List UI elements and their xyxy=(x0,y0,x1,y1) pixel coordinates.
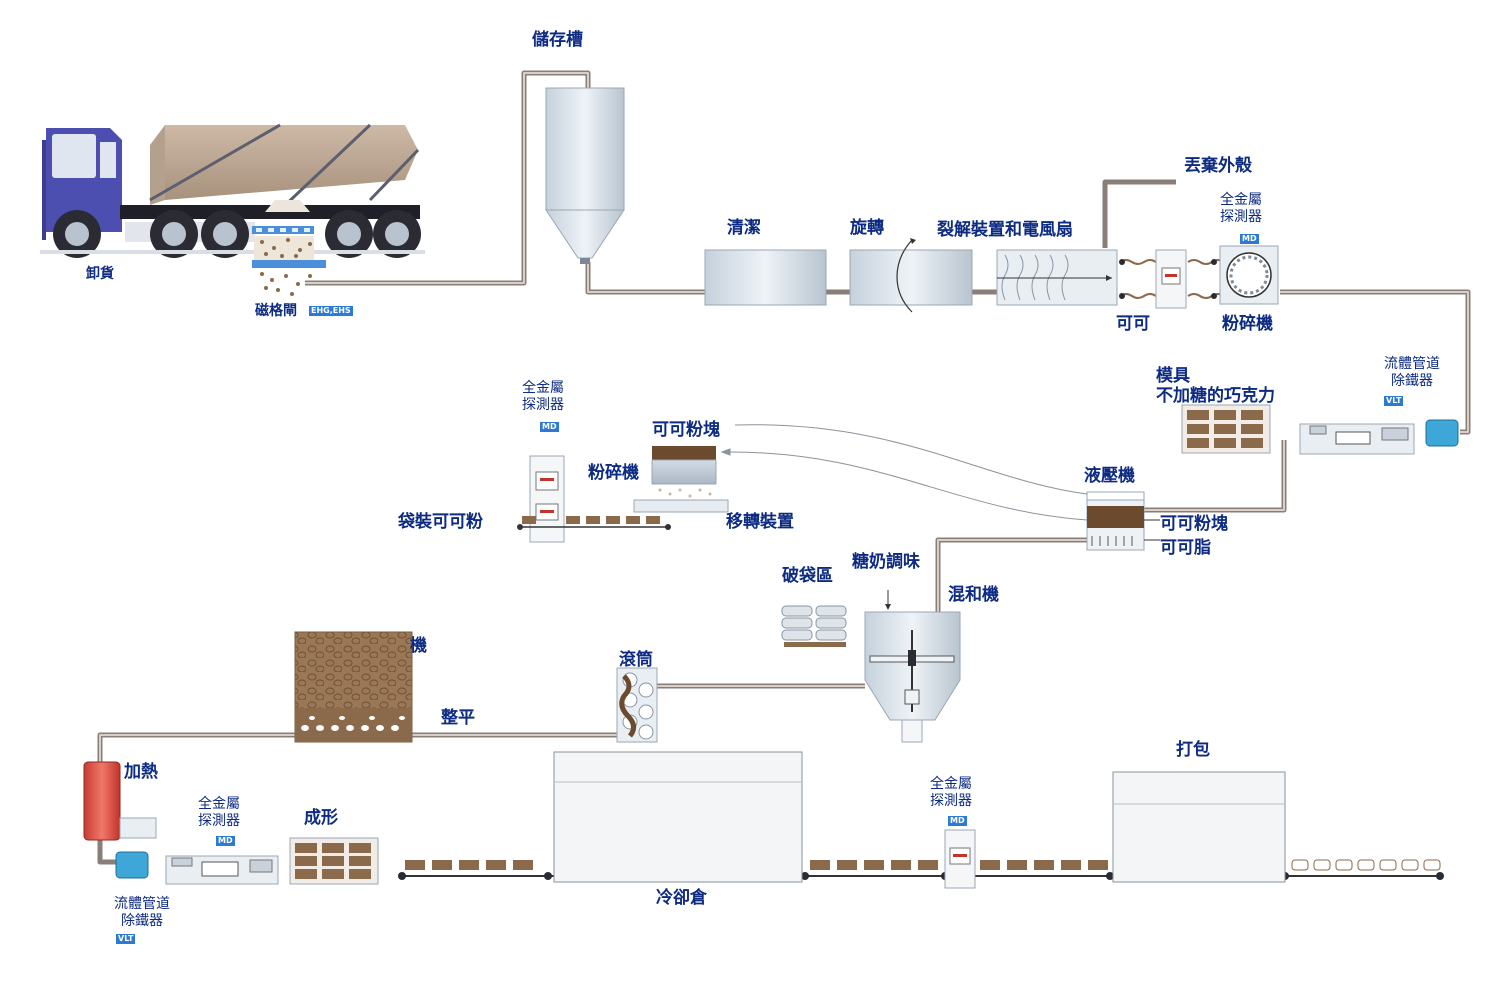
chocolate-mould xyxy=(1181,404,1271,454)
label-cocoa-butter: 可可脂 xyxy=(1160,538,1211,558)
label-cocoa-cake-press: 可可粉塊 xyxy=(1160,514,1228,534)
roller-refiner xyxy=(616,667,658,743)
label-heating: 加熱 xyxy=(124,762,158,782)
bag-pallet xyxy=(781,605,847,647)
label-vlt-bottom: 流體管道 除鐵器 xyxy=(114,896,170,929)
cracker-fan xyxy=(996,249,1118,306)
grate-magnet xyxy=(252,226,326,296)
label-cocoa-nibs: 可可 xyxy=(1116,314,1150,334)
label-storage-tank: 儲存槽 xyxy=(532,30,583,50)
label-transfer-device: 移轉裝置 xyxy=(726,512,794,532)
tag-md-left: MD xyxy=(540,422,559,432)
label-discard-shell: 丟棄外殼 xyxy=(1184,156,1252,176)
tag-md-bottom-left: MD xyxy=(216,836,235,846)
label-bagged-cocoa: 袋裝可可粉 xyxy=(398,512,483,532)
label-md-bottom-mid: 全金屬 探測器 xyxy=(930,776,972,809)
cake-grinder xyxy=(633,446,729,513)
label-levelling: 整平 xyxy=(441,708,475,728)
heater xyxy=(83,761,157,841)
tag-vlt-bottom: VLT xyxy=(116,934,136,944)
label-rotating: 旋轉 xyxy=(850,218,884,238)
forming-mould xyxy=(289,837,379,885)
label-cooling-chamber: 冷卻倉 xyxy=(656,888,707,908)
label-roller: 滾筒 xyxy=(619,650,653,670)
md-left-unit xyxy=(529,455,565,543)
label-cleaning: 清潔 xyxy=(727,218,761,238)
mixer-vessel xyxy=(864,590,961,743)
label-cracker-fan: 裂解裝置和電風扇 xyxy=(937,220,1073,240)
label-grinder-mid: 粉碎機 xyxy=(588,463,639,483)
cleaning-unit xyxy=(704,249,827,306)
label-md-top: 全金屬 探測器 xyxy=(1220,192,1262,225)
label-packing: 打包 xyxy=(1176,740,1210,760)
hydraulic-press xyxy=(1086,491,1160,551)
label-mould: 模具 不加糖的巧克力 xyxy=(1156,366,1275,406)
cooling-chamber xyxy=(553,751,803,883)
process-pipes xyxy=(97,70,1471,865)
label-grate-magnet: 磁格閘 xyxy=(255,303,297,319)
label-cocoa-cake-top: 可可粉塊 xyxy=(652,420,720,440)
label-mixer: 混和機 xyxy=(948,585,999,605)
metal-detector-bottom xyxy=(944,829,976,889)
bagged-cocoa-conveyor xyxy=(517,516,671,530)
vlt-bottom xyxy=(115,851,279,885)
label-tempering-partial: 機 xyxy=(410,636,427,656)
label-hydraulic-press: 液壓機 xyxy=(1084,466,1135,486)
label-forming: 成形 xyxy=(304,808,338,828)
label-md-bottom-left: 全金屬 探測器 xyxy=(198,796,240,829)
tag-md-top: MD xyxy=(1240,234,1259,244)
vlt-right xyxy=(1299,419,1459,455)
tag-grate-magnet: EHG,EHS xyxy=(309,306,353,316)
cake-flow-lines xyxy=(720,424,1088,521)
tag-vlt-right: VLT xyxy=(1384,396,1404,406)
metal-detector-top xyxy=(1155,249,1187,309)
label-vlt-right: 流體管道 除鐵器 xyxy=(1384,356,1440,389)
nib-conveyors xyxy=(1119,259,1225,299)
tanker-truck xyxy=(40,123,425,258)
grinder-top xyxy=(1219,245,1279,305)
tag-md-bottom-mid: MD xyxy=(948,816,967,826)
label-sugar-milk: 糖奶調味 xyxy=(852,552,920,572)
storage-silo xyxy=(545,87,625,264)
rotating-drum xyxy=(849,238,973,313)
label-bag-break-area: 破袋區 xyxy=(782,566,833,586)
label-grinder-top: 粉碎機 xyxy=(1222,314,1273,334)
packing-machine xyxy=(1112,771,1286,883)
tempering-tank xyxy=(294,631,413,743)
label-md-left: 全金屬 探測器 xyxy=(522,380,564,413)
label-unloading: 卸貨 xyxy=(86,266,114,282)
